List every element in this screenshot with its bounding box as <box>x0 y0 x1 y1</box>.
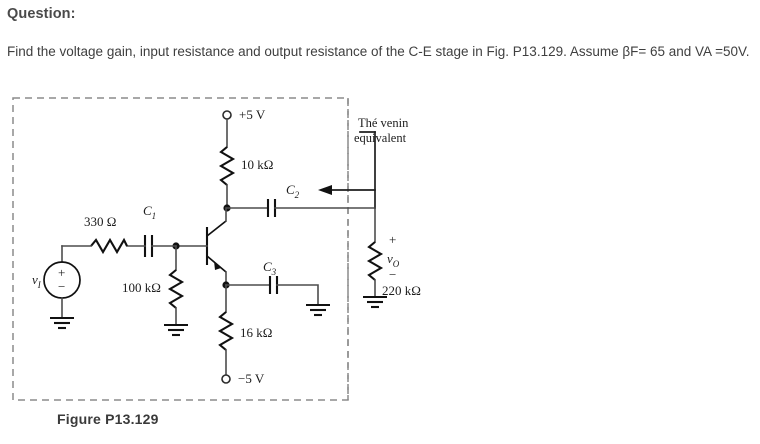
resistor-rc <box>218 146 236 186</box>
source-minus-sign: − <box>58 279 65 294</box>
wire-c3-to-ground <box>276 284 319 306</box>
thevenin-arrow-head <box>318 185 332 195</box>
supply-positive-label: +5 V <box>239 107 266 122</box>
resistor-re <box>217 311 235 351</box>
transistor-emitter-arrow <box>214 261 221 270</box>
thevenin-annotation-line2: equivalent <box>354 131 407 145</box>
circuit-diagram: +5 V 10 kΩ C2 Thé venin equivalent + vO … <box>12 97 421 401</box>
resistor-rb-label: 100 kΩ <box>122 280 161 295</box>
dashed-boundary-box <box>12 97 349 401</box>
source-voltage-label: vI <box>32 272 42 290</box>
supply-negative-terminal <box>221 374 231 384</box>
output-minus-sign: − <box>389 267 396 282</box>
question-label: Question: <box>7 6 76 22</box>
output-voltage-label: vO <box>387 251 400 269</box>
resistor-rb <box>167 269 185 309</box>
resistor-re-label: 16 kΩ <box>240 325 272 340</box>
supply-positive-terminal <box>222 110 232 120</box>
question-text: Find the voltage gain, input resistance … <box>7 44 750 59</box>
capacitor-c1-label: C1 <box>143 203 156 221</box>
resistor-rc-label: 10 kΩ <box>241 157 273 172</box>
resistor-rs-label: 330 Ω <box>84 214 116 229</box>
capacitor-c3-label: C3 <box>263 259 277 277</box>
ground-symbol-source <box>50 316 74 330</box>
supply-negative-label: −5 V <box>238 371 265 386</box>
ground-symbol-rb <box>164 323 188 337</box>
thevenin-annotation-line1: Thé venin <box>358 116 409 130</box>
source-plus-sign: + <box>58 265 65 280</box>
figure-caption: Figure P13.129 <box>57 411 159 427</box>
capacitor-c2-label: C2 <box>286 182 300 200</box>
ground-symbol-output <box>363 295 387 309</box>
output-plus-sign: + <box>389 232 396 247</box>
resistor-rs <box>90 237 128 255</box>
transistor-collector-diagonal <box>206 220 227 237</box>
resistor-rl <box>366 241 384 281</box>
resistor-rl-label: 220 kΩ <box>382 283 421 298</box>
thevenin-pointer-line <box>331 189 376 209</box>
ground-symbol-c3 <box>306 303 330 317</box>
